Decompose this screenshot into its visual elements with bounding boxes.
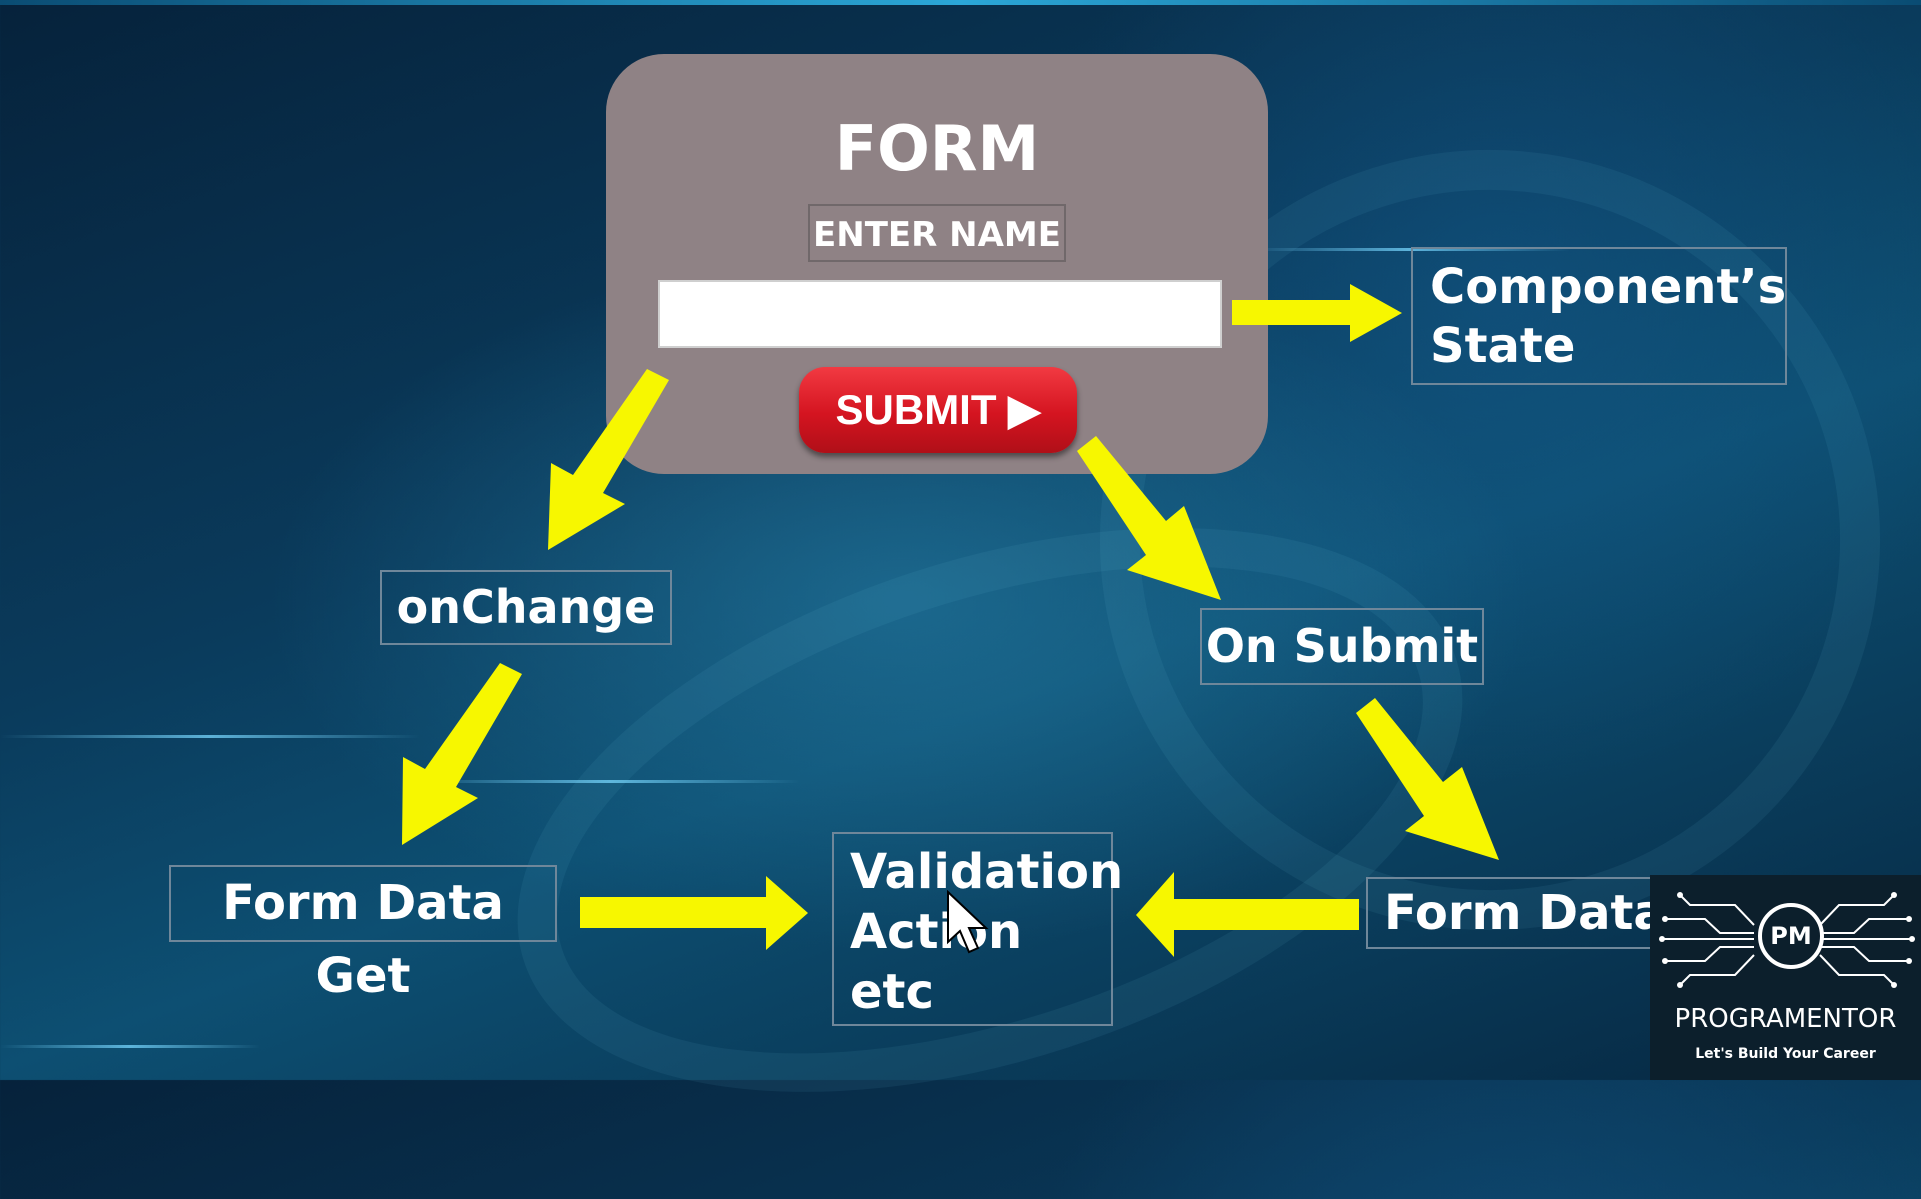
form-data-box: Form Data [1366, 877, 1666, 949]
component-state-box: Component’s State [1411, 247, 1787, 385]
arrow-to-form-data-get [402, 663, 522, 845]
validation-line-1: Validation [850, 844, 1124, 900]
arrow-to-validation-left [580, 876, 808, 950]
form-card: FORM ENTER NAME SUBMIT ▶ [606, 54, 1268, 474]
onchange-box: onChange [380, 570, 672, 645]
light-streak [420, 780, 800, 783]
form-data-get-box: Form Data Get [169, 865, 557, 1004]
form-title: FORM [834, 112, 1040, 185]
arrow-to-form-data [1356, 698, 1499, 860]
arrow-to-validation-right [1136, 872, 1359, 957]
component-state-line-1: Component’s [1430, 259, 1787, 315]
circuit-icon [1659, 892, 1915, 988]
logo-name: PROGRAMENTOR [1674, 1004, 1897, 1034]
arrow-to-onchange [548, 369, 669, 550]
enter-name-label: ENTER NAME [808, 204, 1066, 262]
light-streak [0, 735, 420, 738]
programentor-logo: PM PROGRAMENTOR Let's Build Your Career [1650, 875, 1921, 1080]
component-state-line-2: State [1430, 318, 1576, 374]
name-input[interactable] [658, 280, 1222, 348]
flow-arrows [402, 284, 1499, 957]
validation-line-2: Action [850, 904, 1023, 960]
top-accent-line [0, 0, 1921, 5]
light-streak [1250, 248, 1570, 251]
arrow-to-onsubmit [1077, 436, 1221, 600]
onsubmit-box: On Submit [1200, 608, 1484, 685]
submit-button[interactable]: SUBMIT ▶ [799, 367, 1077, 453]
mouse-cursor-icon [947, 890, 989, 954]
validation-box: Validation Action etc [832, 832, 1124, 1026]
pm-monogram: PM [1758, 903, 1824, 969]
validation-line-3: etc [850, 964, 934, 1020]
light-streak [0, 1045, 260, 1048]
arrow-to-state [1232, 284, 1402, 342]
logo-tagline: Let's Build Your Career [1695, 1046, 1876, 1062]
